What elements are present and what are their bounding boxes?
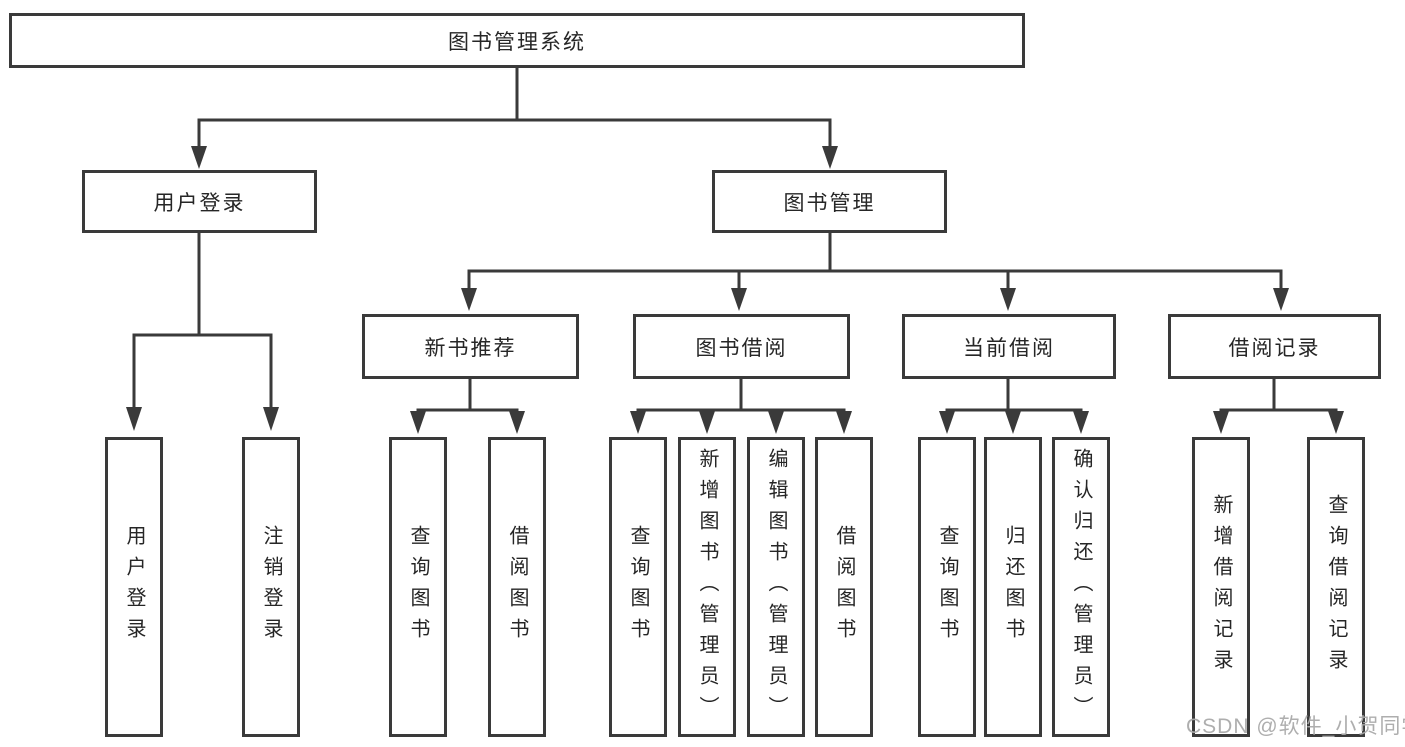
arrow-down-icon bbox=[1000, 288, 1016, 311]
leaf-borrow-books: 借阅图书 bbox=[488, 437, 546, 737]
arrow-down-icon bbox=[630, 411, 646, 434]
node-label: 新书推荐 bbox=[424, 336, 517, 360]
node-label: 借阅记录 bbox=[1228, 336, 1321, 360]
leaf-logout: 注销登录 bbox=[242, 437, 300, 737]
node-borrowing-records: 借阅记录 bbox=[1168, 314, 1381, 379]
node-new-book-recommendation: 新书推荐 bbox=[362, 314, 579, 379]
node-root-library-system: 图书管理系统 bbox=[9, 13, 1025, 68]
arrow-down-icon bbox=[1328, 411, 1344, 434]
leaf-confirm-return-admin: 确认归还（管理员） bbox=[1052, 437, 1110, 737]
arrow-down-icon bbox=[410, 411, 426, 434]
leaf-query-borrow-record: 查询借阅记录 bbox=[1307, 437, 1365, 737]
leaf-borrow-books-2: 借阅图书 bbox=[815, 437, 873, 737]
leaf-query-books-2: 查询图书 bbox=[609, 437, 667, 737]
arrow-down-icon bbox=[731, 288, 747, 311]
node-label: 图书管理 bbox=[783, 191, 876, 215]
leaf-return-book: 归还图书 bbox=[984, 437, 1042, 737]
arrow-down-icon bbox=[939, 411, 955, 434]
arrow-down-icon bbox=[768, 411, 784, 434]
node-user-login: 用户登录 bbox=[82, 170, 317, 233]
arrow-down-icon bbox=[126, 407, 142, 431]
arrow-down-icon bbox=[191, 146, 207, 169]
leaf-user-login: 用户登录 bbox=[105, 437, 163, 737]
arrow-down-icon bbox=[1213, 411, 1229, 434]
arrow-down-icon bbox=[822, 146, 838, 169]
leaf-edit-book-admin: 编辑图书（管理员） bbox=[747, 437, 805, 737]
arrow-down-icon bbox=[263, 407, 279, 431]
node-label: 图书借阅 bbox=[695, 336, 788, 360]
node-label: 用户登录 bbox=[153, 191, 246, 215]
arrow-down-icon bbox=[699, 411, 715, 434]
csdn-watermark: CSDN @软件_小贺同学 bbox=[1186, 715, 1405, 738]
connector-new-book-to-leaves bbox=[410, 379, 525, 434]
node-book-borrowing: 图书借阅 bbox=[633, 314, 850, 379]
leaf-add-book-admin: 新增图书（管理员） bbox=[678, 437, 736, 737]
leaf-add-borrow-record: 新增借阅记录 bbox=[1192, 437, 1250, 737]
connector-user-login-to-leaves bbox=[126, 233, 279, 431]
node-current-borrowing: 当前借阅 bbox=[902, 314, 1116, 379]
leaf-query-books: 查询图书 bbox=[389, 437, 447, 737]
connector-current-borrowing-to-leaves bbox=[939, 379, 1089, 434]
arrow-down-icon bbox=[1073, 411, 1089, 434]
connector-book-borrowing-to-leaves bbox=[630, 379, 852, 434]
arrow-down-icon bbox=[461, 288, 477, 311]
node-book-management: 图书管理 bbox=[712, 170, 947, 233]
node-label: 图书管理系统 bbox=[448, 30, 586, 54]
arrow-down-icon bbox=[509, 411, 525, 434]
connector-borrow-records-to-leaves bbox=[1213, 379, 1344, 434]
arrow-down-icon bbox=[836, 411, 852, 434]
arrow-down-icon bbox=[1005, 411, 1021, 434]
leaf-query-books-3: 查询图书 bbox=[918, 437, 976, 737]
arrow-down-icon bbox=[1273, 288, 1289, 311]
connector-book-management-to-modules bbox=[461, 233, 1289, 311]
node-label: 当前借阅 bbox=[963, 336, 1055, 360]
connector-root-to-branches bbox=[191, 68, 838, 169]
